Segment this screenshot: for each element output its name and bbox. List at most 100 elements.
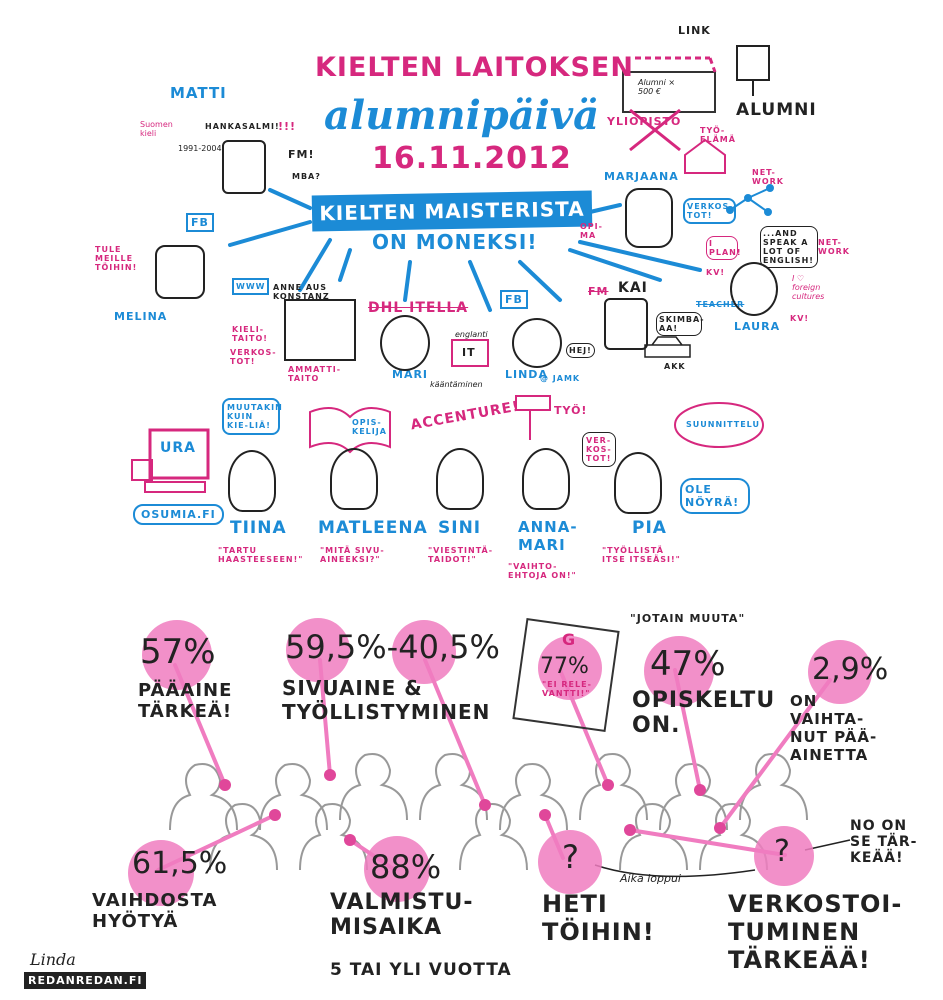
banner-line2: ON MONEKSI!: [372, 230, 538, 254]
marjaana-note-2: NET-WORK: [752, 168, 784, 186]
mari-company: DHL ITELLA: [368, 300, 469, 316]
banner-line1: KIELTEN MAISTERISTA: [319, 196, 585, 226]
stat-value-2: 59,5%-40,5%: [285, 628, 500, 666]
person-name-4: ANNA-MARI: [518, 518, 578, 554]
mari-note-1: englanti: [455, 330, 488, 339]
stat-blob-1: [142, 620, 212, 690]
mari-note-3: kääntäminen: [430, 380, 483, 389]
stat-label-5: ON VAIHTA-NUT PÄÄ-AINETTA: [790, 692, 878, 764]
stat-label-3: "EI RELE-VANTTI!": [542, 680, 592, 698]
marjaana-note-1: VERKOS-TOT!: [683, 198, 736, 224]
laura-note-4: KV!: [706, 268, 726, 277]
matti-avatar: [222, 140, 266, 194]
laura-note-2: ...AND SPEAK A LOT OF ENGLISH!: [760, 226, 818, 268]
alumni-sign: Alumni × 500 €: [638, 78, 676, 96]
annamari-avatar: [522, 448, 570, 510]
stat-label-2: SIVUAINE & TYÖLLISTYMINEN: [282, 676, 491, 724]
stat-blob-6: [808, 640, 872, 704]
stat-book-g: G: [562, 630, 577, 649]
person-quote-2: "MITÄ SIVU-AINEEKSI?": [320, 546, 385, 564]
laura-note-7: KV!: [790, 314, 810, 323]
marjaana-avatar: [625, 188, 673, 248]
ura-label: URA: [160, 440, 196, 456]
laura-note-5: TEACHER: [696, 300, 745, 309]
title-line1: KIELTEN LAITOKSEN: [315, 52, 634, 83]
laura-name: LAURA: [734, 320, 781, 333]
kai-akk: AKK: [664, 362, 686, 371]
anne-note-2: VERKOS-TOT!: [230, 348, 277, 366]
stat-value-4: 47%: [650, 644, 726, 684]
stat-label-4: OPISKELTU ON.: [632, 688, 776, 738]
title-date: 16.11.2012: [372, 141, 572, 176]
sini-avatar: [436, 448, 484, 510]
matti-note-4: !!!: [278, 120, 297, 133]
www-icon: WWW: [232, 278, 270, 295]
stat-blob-4: [538, 636, 602, 700]
osumia-label: OSUMIA.FI: [133, 504, 224, 525]
stat-sub-7: 5 TAI YLI VUOTTA: [330, 960, 512, 980]
person-quote-3: "VIESTINTÄ-TAIDOT!": [428, 546, 494, 564]
stat-blob-10: [754, 826, 814, 886]
yliopisto-label: YLIOPISTO: [607, 115, 682, 128]
stat-value-3: 77%: [540, 654, 589, 679]
melina-tule: TULE MEILLE TÖIHIN!: [95, 245, 138, 272]
tyoelama-label: TYÖ- ELÄMÄ: [700, 126, 736, 144]
tiina-avatar: [228, 450, 276, 512]
stat-blob-7: [128, 840, 194, 906]
stat-blob-3: [392, 620, 456, 684]
stat-value-8: ?: [562, 838, 579, 876]
mari-note-2: IT: [462, 346, 476, 359]
matti-note-5: FM!: [288, 148, 315, 161]
person-name-3: SINI: [438, 518, 482, 538]
matti-note-2: 1991-2004: [178, 144, 222, 153]
kai-fm: FM: [588, 285, 609, 298]
matti-note-6: MBA?: [292, 172, 321, 181]
stat-label-9: VERKOSTOI-TUMINEN TÄRKEÄÄ!: [728, 890, 903, 974]
stat-blob-2: [286, 618, 350, 682]
kai-name: KAI: [618, 280, 648, 296]
stat-blob-8: [364, 836, 430, 902]
person-name-1: TIINA: [230, 518, 287, 538]
link-label: LINK: [678, 24, 711, 37]
matleena-avatar: [330, 448, 378, 510]
signature-site: REDANREDAN.FI: [24, 972, 147, 989]
stat-value-7: 88%: [370, 848, 442, 886]
stat-label-1: PÄÄAINE TÄRKEÄ!: [138, 680, 233, 722]
no-on-text: NO ON SE TÄR-KEÄÄ!: [850, 818, 918, 866]
ole-bubble: OLE NÖYRÄ!: [680, 478, 750, 514]
stat-blob-5: [644, 636, 714, 706]
fb-icon: FB: [186, 213, 214, 232]
banner: KIELTEN MAISTERISTA: [311, 190, 593, 232]
linda-hej: HEJ!: [566, 343, 595, 358]
mari-avatar: [380, 315, 430, 371]
pia-avatar: [614, 452, 662, 514]
linda-avatar: [512, 318, 562, 368]
alumni-label: ALUMNI: [736, 100, 817, 120]
laura-note-3: NET-WORK: [818, 238, 850, 256]
muutakin-bubble: MUUTAKIN KUIN KIE-LIÄ!: [222, 398, 282, 435]
stat-label-7: VALMISTU-MISAIKA: [330, 890, 474, 940]
stat-label-6: VAIHDOSTA HYÖTYÄ: [92, 890, 218, 932]
marjaana-name: MARJAANA: [604, 170, 679, 183]
matti-note-3: HANKASALMI!: [205, 122, 280, 131]
stat-note-4: "JOTAIN MUUTA": [630, 612, 746, 625]
verkostot-bubble: VER-KOS-TOT!: [582, 432, 616, 467]
title-line2: alumnipäivä: [324, 92, 600, 139]
person-quote-4: "VAIHTO-EHTOJA ON!": [508, 562, 577, 580]
linda-name: LINDA: [505, 368, 548, 381]
laura-note-6: I ♡ foreign cultures: [792, 274, 825, 301]
person-quote-5: "TYÖLLISTÄ ITSE ITSEÄSI!": [602, 546, 681, 564]
tyo-label: TYÖ!: [554, 404, 588, 417]
stat-value-9: ?: [774, 834, 790, 869]
suunnittelu-label: SUUNNITTELU: [686, 420, 760, 429]
melina-name: MELINA: [114, 310, 168, 323]
person-name-2: MATLEENA: [318, 518, 428, 538]
laura-note-1: I PLAN!: [706, 236, 741, 260]
melina-avatar: [155, 245, 205, 299]
stat-value-1: 57%: [140, 632, 216, 672]
kai-skimba: SKIMBA-AA!: [656, 312, 704, 336]
matti-name: MATTI: [170, 84, 227, 102]
mari-name: MARI: [392, 368, 429, 381]
anne-note-3: AMMATTI-TAITO: [288, 365, 342, 383]
laura-avatar: [730, 262, 778, 316]
